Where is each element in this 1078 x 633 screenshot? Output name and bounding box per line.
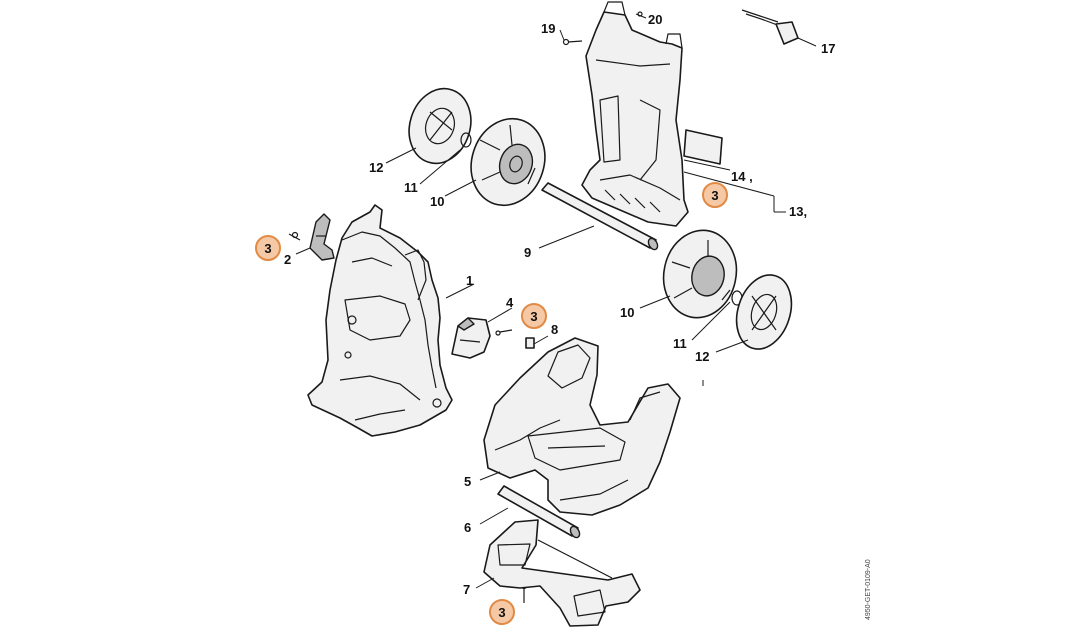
axle-part xyxy=(541,182,659,251)
part-label-9: 9 xyxy=(524,245,531,260)
handle-latch-part xyxy=(288,213,335,261)
highlighted-callout-4[interactable]: 3 xyxy=(489,599,515,625)
foot-part xyxy=(483,519,641,627)
wheel-assembly-lower xyxy=(662,229,793,350)
part-label-19: 19 xyxy=(541,21,555,36)
highlight-label-2: 3 xyxy=(530,309,537,324)
highlight-label-3: 3 xyxy=(711,188,718,203)
document-code: 4950-GET-0109-A0 xyxy=(865,559,872,620)
upper-frame-part xyxy=(562,1,689,227)
tube-part xyxy=(497,485,581,539)
leader-lines xyxy=(295,13,817,589)
wheel-assembly-upper xyxy=(408,87,546,207)
part-label-14: 14 , xyxy=(731,169,753,184)
part-label-1: 1 xyxy=(466,273,473,288)
highlight-label-1: 3 xyxy=(264,241,271,256)
cover-part xyxy=(451,317,491,359)
part-label-6: 6 xyxy=(464,520,471,535)
highlighted-callout-2[interactable]: 3 xyxy=(521,303,547,329)
base-housing-part xyxy=(483,337,681,516)
frame-part xyxy=(307,204,453,437)
part-label-2: 2 xyxy=(284,252,291,267)
part-number-labels: 1 2 4 5 6 7 8 9 10 10 11 11 12 12 13, 14… xyxy=(284,12,835,597)
highlight-label-4: 3 xyxy=(498,605,505,620)
part-label-8: 8 xyxy=(551,322,558,337)
part-label-12-lower: 12 xyxy=(695,349,709,364)
part-label-11-lower: 11 xyxy=(673,336,687,351)
highlighted-callout-1[interactable]: 3 xyxy=(255,235,281,261)
part-label-11-upper: 11 xyxy=(404,180,418,195)
part-label-4: 4 xyxy=(506,295,514,310)
part-label-10-lower: 10 xyxy=(620,305,634,320)
part-label-17: 17 xyxy=(821,41,835,56)
part-label-13: 13, xyxy=(789,204,807,219)
part-label-5: 5 xyxy=(464,474,471,489)
part-label-10-upper: 10 xyxy=(430,194,444,209)
highlighted-callout-3[interactable]: 3 xyxy=(702,182,728,208)
part-label-20: 20 xyxy=(648,12,662,27)
part-label-12-upper: 12 xyxy=(369,160,383,175)
sticker-parts xyxy=(683,129,723,165)
cable-part xyxy=(741,9,799,45)
part-label-7: 7 xyxy=(463,582,470,597)
